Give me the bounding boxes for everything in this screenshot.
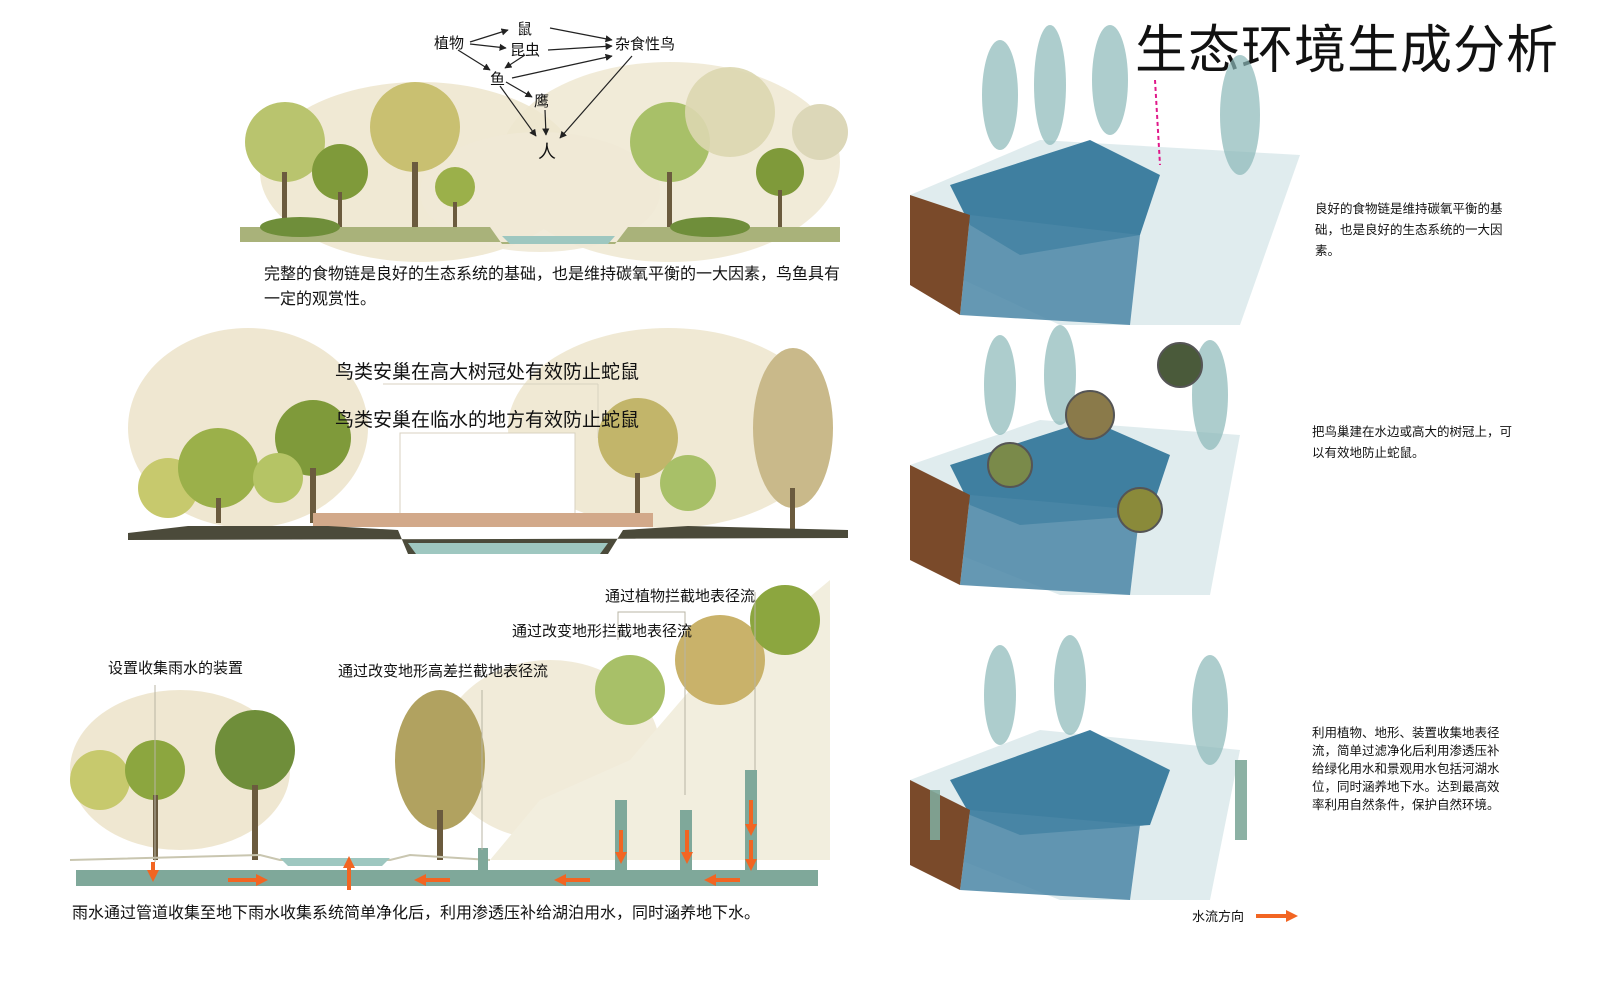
food-web-node-fish: 鱼: [490, 70, 506, 88]
section1-illustration: [240, 62, 848, 262]
stormwater-label-terrain: 通过改变地形拦截地表径流: [512, 622, 693, 640]
stormwater-label-device: 设置收集雨水的装置: [108, 659, 244, 677]
module3-illustration: [910, 635, 1247, 900]
section2-illustration: [128, 328, 848, 554]
section3-illustration: [69, 580, 830, 886]
module2-illustration: [910, 325, 1240, 595]
food-web-node-human: 人: [538, 142, 556, 163]
stormwater-caption: 雨水通过管道收集至地下雨水收集系统简单净化后，利用渗透压补给湖泊用水，同时涵养地…: [72, 903, 761, 922]
module1-illustration: [910, 25, 1300, 325]
food-web-node-omnivore-bird: 杂食性鸟: [615, 35, 676, 53]
food-web-arrows: [457, 27, 633, 139]
stormwater-label-height: 通过改变地形高差拦截地表径流: [338, 662, 549, 680]
food-web-caption: 完整的食物链是良好的生态系统的基础，也是维持碳氧平衡的一大因素，鸟鱼具有一定的观…: [264, 264, 841, 308]
side-note-runoff: 利用植物、地形、装置收集地表径流，简单过滤净化后利用渗透压补给绿化用水和景观用水…: [1312, 725, 1500, 812]
page-title: 生态环境生成分析: [1135, 21, 1560, 81]
side-note-food-chain: 良好的食物链是维持碳氧平衡的基础，也是良好的生态系统的一大因素。: [1315, 201, 1503, 258]
side-note-nests: 把鸟巢建在水边或高大的树冠上，可以有效地防止蛇鼠。: [1312, 424, 1513, 460]
food-web-node-insect: 昆虫: [510, 41, 541, 59]
legend-flow-direction: 水流方向: [1192, 910, 1245, 925]
nest-label-canopy: 鸟类安巢在高大树冠处有效防止蛇鼠: [335, 361, 640, 383]
stormwater-label-plants: 通过植物拦截地表径流: [605, 587, 756, 605]
food-web-node-plant: 植物: [434, 34, 465, 52]
food-web-node-eagle: 鹰: [534, 92, 550, 110]
food-web-node-rat: 鼠: [517, 20, 533, 38]
nest-label-waterside: 鸟类安巢在临水的地方有效防止蛇鼠: [335, 409, 640, 431]
